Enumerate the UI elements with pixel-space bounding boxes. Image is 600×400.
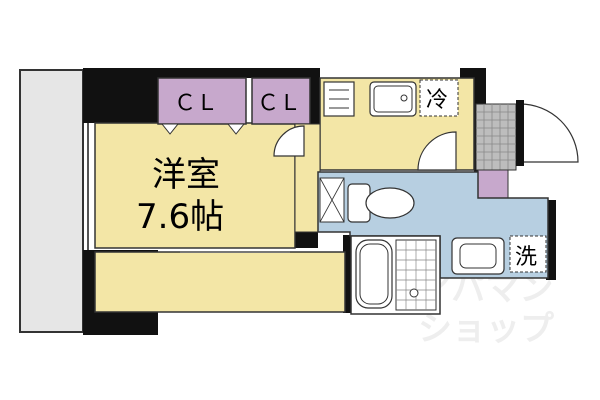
main-room-floor <box>94 122 296 249</box>
kitchen-sink-basin <box>373 85 413 113</box>
main-room-size: 7.6帖 <box>136 197 224 237</box>
washbasin <box>451 237 505 275</box>
faucet <box>400 94 408 102</box>
closet-left-label: ＣＬ <box>174 91 218 116</box>
room-door-arc <box>273 125 305 157</box>
wall-segment <box>516 100 524 166</box>
closet-left <box>157 77 247 125</box>
pipe-space-cross <box>319 177 345 223</box>
toilet <box>347 183 415 223</box>
closet-right <box>251 77 311 125</box>
shoe-box <box>477 169 509 199</box>
front-door-arc <box>519 103 579 163</box>
fridge-space <box>419 79 459 117</box>
wall-segment <box>546 200 556 280</box>
shower-head-icon <box>409 288 419 298</box>
lower-corridor-floor <box>94 251 346 313</box>
toilet-bowl <box>365 187 415 219</box>
wall-segment <box>83 68 320 78</box>
watermark-line2: ショップ <box>418 309 554 349</box>
closet-right-label: ＣＬ <box>257 91 301 116</box>
closet-door-marker <box>160 123 180 135</box>
wall-segment <box>310 68 320 168</box>
washer-label: 洗 <box>515 245 537 270</box>
entrance-door-arc <box>417 131 457 171</box>
genkan-tiles <box>475 103 517 171</box>
bathtub-inner <box>359 243 389 305</box>
genkan-tile-grid <box>476 104 516 170</box>
balcony <box>19 69 84 333</box>
washbasin-bowl <box>459 243 497 269</box>
wall-segment <box>343 235 351 313</box>
closet-door-marker <box>226 123 246 135</box>
washer-space <box>509 235 547 273</box>
main-room-name: 洋室 <box>152 155 220 195</box>
fridge-label: 冷 <box>426 88 448 113</box>
kitchen-sink <box>369 81 417 117</box>
bathtub <box>355 239 393 309</box>
